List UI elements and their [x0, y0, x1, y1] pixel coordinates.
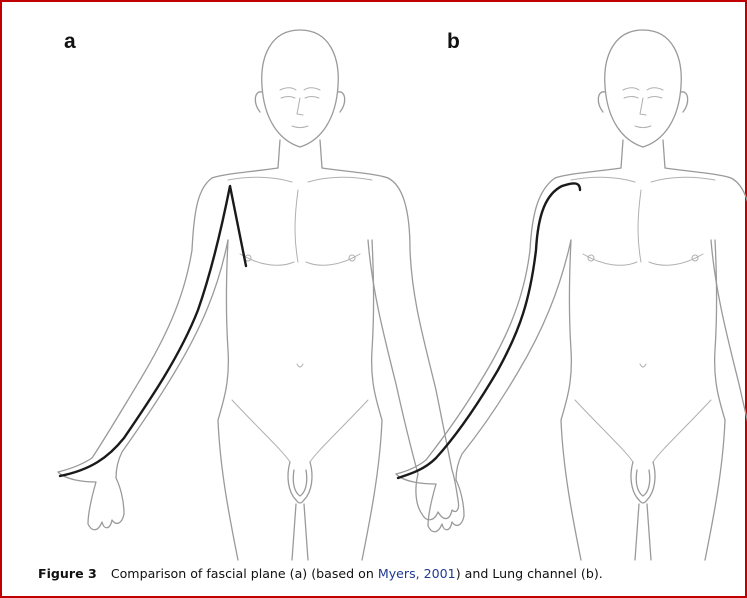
body-outline-b: [555, 30, 747, 560]
body-outline-a: [212, 30, 459, 560]
caption-text-end: ) and Lung channel (b).: [456, 566, 603, 581]
lung-channel-line: [398, 183, 580, 478]
figure-number: Figure 3: [38, 566, 97, 581]
caption-text-start: Comparison of fascial plane (a) (based o…: [111, 566, 378, 581]
arm-outline-a: [58, 178, 228, 530]
citation-link[interactable]: Myers, 2001: [378, 566, 456, 581]
figure-caption: Figure 3 Comparison of fascial plane (a) …: [38, 566, 603, 581]
arm-outline-b: [396, 178, 571, 532]
